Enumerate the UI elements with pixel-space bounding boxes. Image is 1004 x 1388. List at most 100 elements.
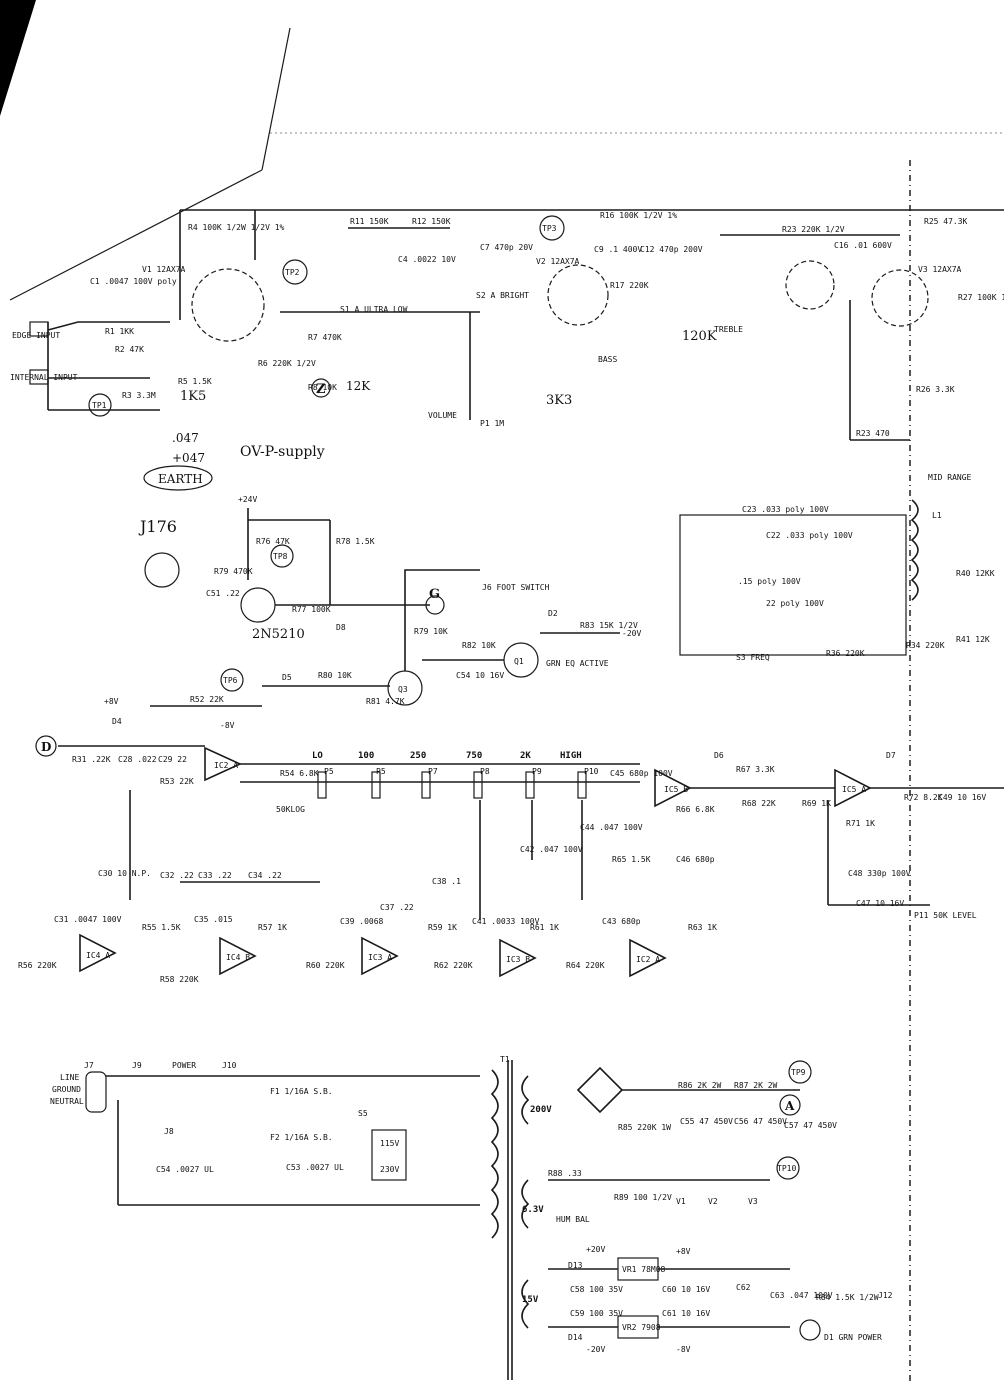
r3-label: R3 3.3M (122, 391, 156, 400)
minus20-label: -20V (586, 1345, 605, 1354)
r1-label: R1 1KK (105, 327, 134, 336)
edge-input-label: EDGE INPUT (12, 331, 60, 340)
r65-label: R65 1.5K (612, 855, 651, 864)
200v-label: 200V (530, 1105, 552, 1115)
band-2k-label: 2K (520, 751, 531, 761)
power-supply-section: J7 LINE GROUND NEUTRAL J9 POWER J10 F1 1… (50, 1055, 893, 1380)
q1-label: Q1 (514, 657, 524, 666)
tp9-label: TP9 (791, 1068, 806, 1077)
s5-switch (371, 1129, 407, 1181)
plus20-label: +20V (586, 1245, 605, 1254)
j8-label: J8 (164, 1127, 174, 1136)
r67-label: R67 3.3K (736, 765, 775, 774)
d6-label: D6 (714, 751, 724, 760)
grn-eq-active-label: GRN EQ ACTIVE (546, 659, 609, 668)
pot-p8-label: P8 (480, 767, 490, 776)
c37-label: C37 .22 (380, 903, 414, 912)
c4-label: C4 .0022 10V (398, 255, 456, 264)
c49-label: C49 10 16V (938, 793, 986, 802)
r87-label: R87 2K 2W (734, 1081, 778, 1090)
a-marker (779, 1094, 801, 1116)
6v3-label: 6.3V (522, 1205, 544, 1215)
d-marker (35, 735, 57, 757)
pot-p9-label: P9 (532, 767, 542, 776)
r85-label: R85 220K 1W (618, 1123, 671, 1132)
d14-label: D14 (568, 1333, 583, 1342)
r52-label: R52 22K (190, 695, 224, 704)
line-label: LINE (60, 1073, 79, 1082)
eq-network-box (679, 514, 907, 656)
ic3b-label: IC3 B (506, 955, 530, 964)
r77-label: R77 100K (292, 605, 331, 614)
ic3b-opamp (499, 938, 537, 978)
tp2-marker (282, 259, 308, 285)
p11-label: P11 50K LEVEL (914, 911, 977, 920)
foot-switch-line (404, 569, 480, 605)
band-250-label: 250 (410, 751, 426, 761)
1k5-note: 1K5 (180, 389, 206, 404)
r23-label: R23 220K 1/2V (782, 225, 845, 234)
c46-label: C46 680p (676, 855, 715, 864)
230v-label: 230V (380, 1165, 399, 1174)
d1-power-led (799, 1319, 821, 1341)
c55-label: C55 47 450V (680, 1117, 733, 1126)
d13-label: D13 (568, 1261, 583, 1270)
minus8v-label: -8V (676, 1345, 691, 1354)
c41-label: C41 .0033 100V (472, 917, 540, 926)
tp9-marker (788, 1060, 812, 1084)
input-section: EDGE INPUT INTERNAL INPUT TP1 C1 .0047 1… (10, 209, 1004, 482)
inductor-eq-section: C23 .033 poly 100V C22 .033 poly 100V .1… (679, 499, 995, 662)
r78-label: R78 1.5K (336, 537, 375, 546)
s2a-label: S2 A BRIGHT (476, 291, 529, 300)
tp8-marker (270, 544, 294, 568)
r58-label: R58 220K (160, 975, 199, 984)
tp2-label: TP2 (285, 268, 300, 277)
v3-tube (871, 269, 929, 327)
c54p-label: C54 .0027 UL (156, 1165, 214, 1174)
3k3-note: 3K3 (546, 393, 572, 408)
s5-label: S5 (358, 1109, 368, 1118)
j9-label: J9 (132, 1061, 142, 1070)
graphic-eq-section: +8V D4 R52 22K TP6 -8V IC2 A R31 .22K C2… (58, 668, 1004, 920)
c45-label: C45 680p 100V (610, 769, 673, 778)
r25-label: R25 47.3K (924, 217, 968, 226)
tp1-label: TP1 (92, 401, 107, 410)
pot-p7-label: P7 (428, 767, 438, 776)
vr1-label: VR1 78M08 (622, 1265, 666, 1274)
r27-label: R27 100K 1/2V (958, 293, 1004, 302)
c31-label: C31 .0047 100V (54, 915, 122, 924)
d8-label: D8 (336, 623, 346, 632)
115v-label: 115V (380, 1139, 399, 1148)
v2-label: V2 12AX7A (536, 257, 580, 266)
ground-label: GROUND (52, 1085, 81, 1094)
r41-label: R41 12K (956, 635, 990, 644)
plus8v-label: +8V (676, 1247, 691, 1256)
d4-label: D4 (112, 717, 122, 726)
tp8-label: TP8 (273, 552, 288, 561)
pot-p5a-label: P5 (324, 767, 334, 776)
c38-label: C38 .1 (432, 877, 461, 886)
r34-label: R34 220K (906, 641, 945, 650)
c48-label: C48 330p 100V (848, 869, 911, 878)
d-note: D (41, 740, 51, 754)
j10-label: J10 (222, 1061, 237, 1070)
f1-label: F1 1/16A S.B. (270, 1087, 333, 1096)
pot-p7 (421, 771, 431, 799)
heater-secondary (521, 1179, 530, 1229)
c43-label: C43 680p (602, 917, 641, 926)
r53-label: R53 22K (160, 777, 194, 786)
input-wire (47, 321, 170, 331)
pot-p10 (577, 771, 587, 799)
047b-note: +047 (172, 451, 205, 465)
c1-label: C1 .0047 100V poly (90, 277, 177, 286)
r62-label: R62 220K (434, 961, 473, 970)
c57-label: C57 47 450V (784, 1121, 837, 1130)
r40-label: R40 12KK (956, 569, 995, 578)
ic5a-label: IC5 A (842, 785, 866, 794)
c62-label: C62 (736, 1283, 751, 1292)
c12-label: C12 470p 200V (640, 245, 703, 254)
pot-p9 (525, 771, 535, 799)
r69-label: R69 1K (802, 799, 831, 808)
bridge-rectifier (576, 1066, 624, 1114)
